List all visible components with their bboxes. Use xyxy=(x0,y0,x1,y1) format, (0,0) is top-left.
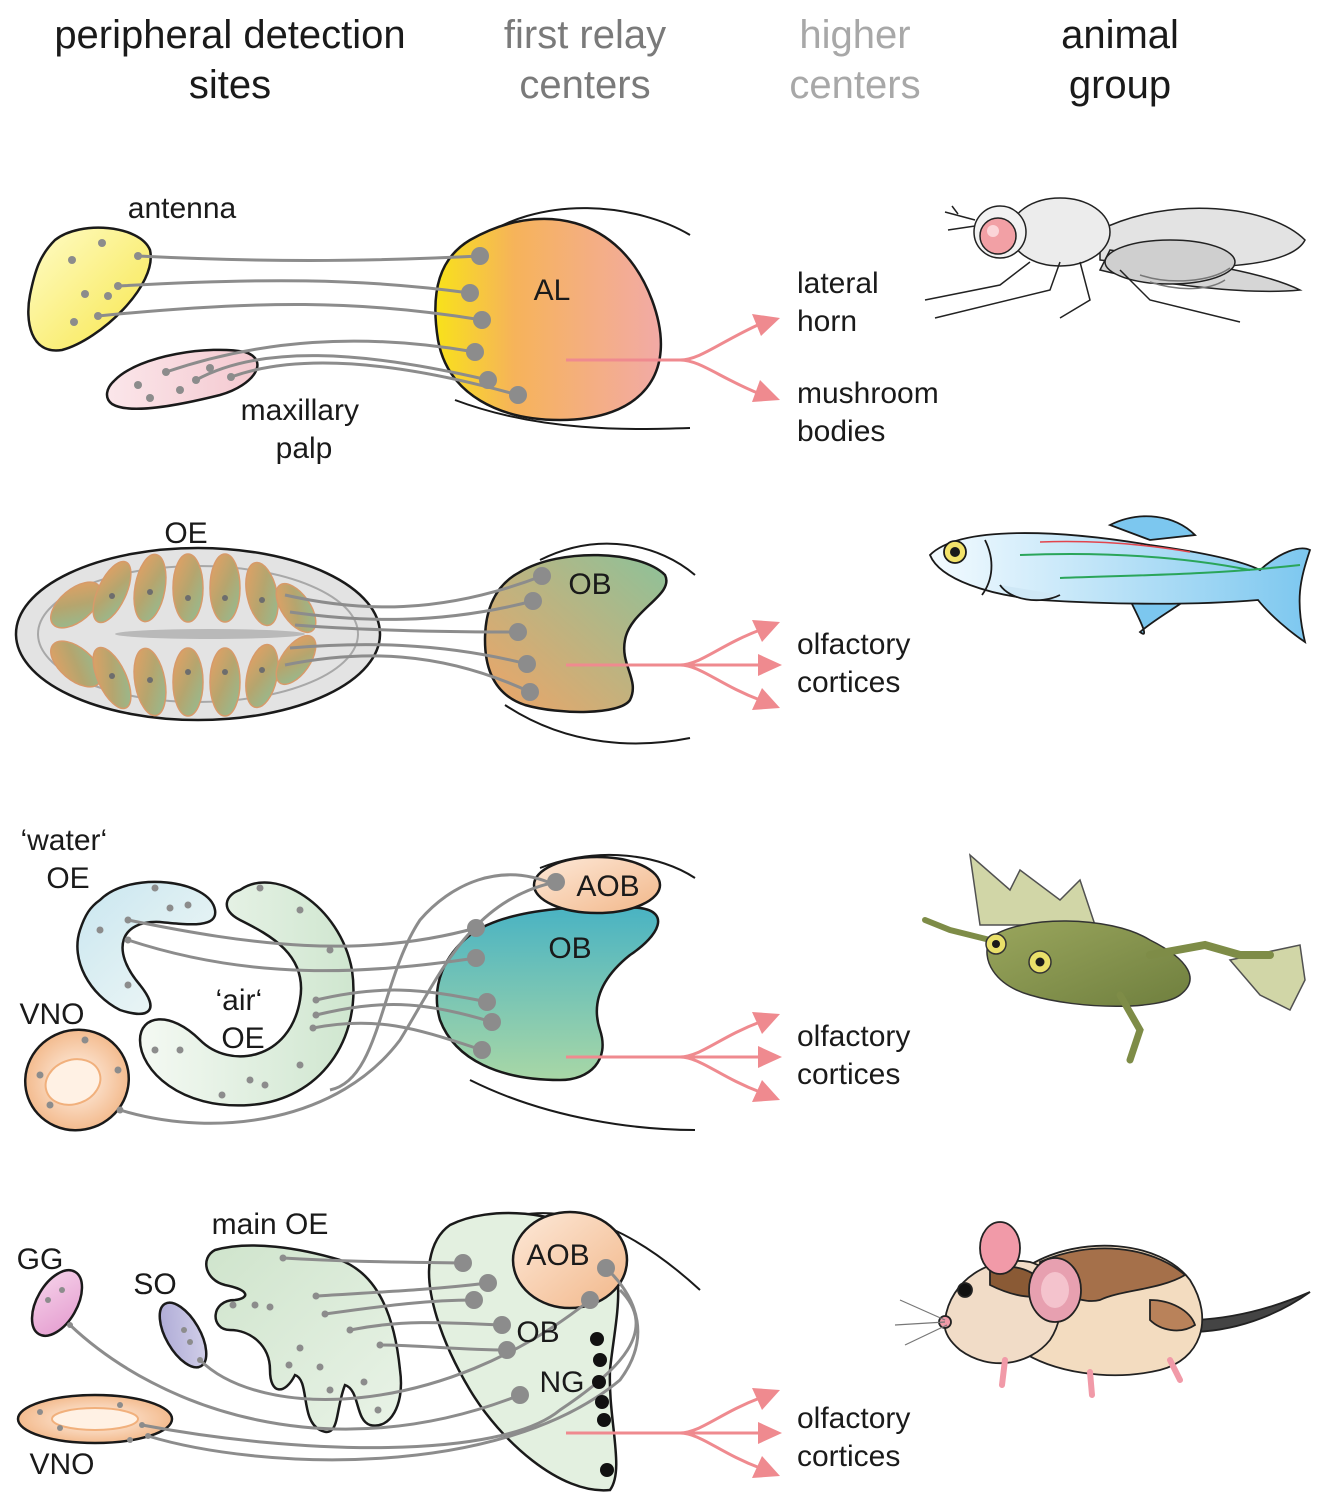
label-oe: OE xyxy=(164,517,207,550)
label-gg: GG xyxy=(17,1243,64,1276)
label-aob: AOB xyxy=(576,870,639,903)
label-air-oe: ‘air‘ OE xyxy=(215,984,270,1055)
label-olfactory-bulb: OB xyxy=(516,1316,559,1349)
label-line: maxillary xyxy=(241,394,359,427)
label-line: ‘water‘ xyxy=(20,824,107,857)
label-mushroom-bodies: mushroom bodies xyxy=(797,377,947,448)
label-olfactory-cortices: olfactory cortices xyxy=(797,1402,919,1473)
maxillary-palp-organ xyxy=(107,350,257,409)
label-aob: AOB xyxy=(526,1239,589,1272)
row-mouse: GG SO main OE VNO AOB OB NG olfactory co… xyxy=(17,1208,1310,1490)
fish-illustration xyxy=(930,516,1310,642)
label-line: olfactory xyxy=(797,628,910,661)
frog-illustration xyxy=(925,855,1305,1060)
label-lateral-horn: lateral horn xyxy=(797,267,887,338)
label-line: cortices xyxy=(797,1058,900,1091)
label-line: ‘air‘ xyxy=(215,984,262,1017)
label-antenna: antenna xyxy=(128,192,237,225)
label-maxillary-palp: maxillary palp xyxy=(241,394,368,465)
label-line: cortices xyxy=(797,666,900,699)
label-line: OE xyxy=(46,862,89,895)
label-vno: VNO xyxy=(19,998,84,1031)
rosette-midline xyxy=(115,629,305,639)
label-main-oe: main OE xyxy=(212,1208,329,1241)
water-oe xyxy=(77,882,215,1014)
label-vno: VNO xyxy=(29,1448,94,1481)
fly-illustration xyxy=(925,198,1305,322)
label-line: horn xyxy=(797,305,857,338)
label-so: SO xyxy=(133,1268,176,1301)
label-line: olfactory xyxy=(797,1402,910,1435)
label-line: palp xyxy=(276,432,333,465)
label-olfactory-cortices: olfactory cortices xyxy=(797,1020,919,1091)
row-insect: antenna maxillary palp AL lateral horn m… xyxy=(28,192,1305,465)
label-olfactory-cortices: olfactory cortices xyxy=(797,628,919,699)
label-line: bodies xyxy=(797,415,885,448)
label-line: mushroom xyxy=(797,377,939,410)
row-fish: OE OB olfactory cortices xyxy=(16,516,1310,743)
septal-organ xyxy=(150,1295,215,1374)
label-water-oe: ‘water‘ OE xyxy=(20,824,115,895)
label-olfactory-bulb: OB xyxy=(548,932,591,965)
label-line: OE xyxy=(221,1022,264,1055)
label-line: cortices xyxy=(797,1440,900,1473)
vno-lumen xyxy=(52,1408,138,1430)
row-frog: ‘water‘ OE ‘air‘ OE VNO AOB OB olfactory… xyxy=(11,824,1305,1145)
mouse-illustration xyxy=(895,1222,1310,1395)
label-line: lateral xyxy=(797,267,879,300)
label-olfactory-bulb: OB xyxy=(568,568,611,601)
label-line: olfactory xyxy=(797,1020,910,1053)
antenna-organ xyxy=(28,228,150,351)
main-oe xyxy=(206,1245,401,1432)
label-necklace-glomeruli: NG xyxy=(540,1366,585,1399)
label-antennal-lobe: AL xyxy=(534,274,571,307)
